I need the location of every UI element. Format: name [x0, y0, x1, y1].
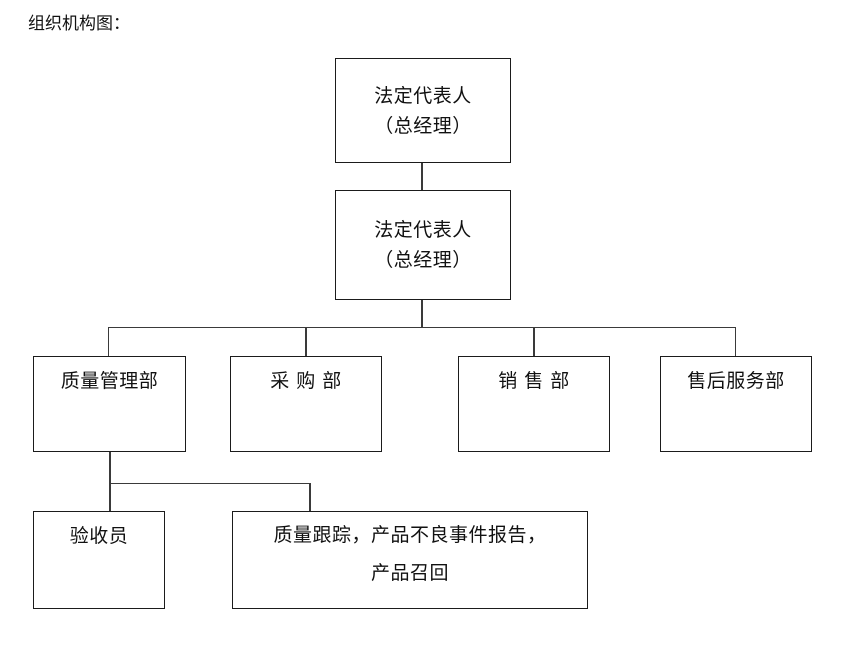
connector-bus-n6: [735, 327, 737, 356]
node-text-line: （总经理）: [374, 114, 472, 137]
node-acceptance-inspector[interactable]: 验收员: [33, 511, 165, 609]
connector-branch-n8: [309, 483, 311, 511]
connector-bus-level3: [108, 327, 735, 329]
connector-n2-bus: [421, 300, 423, 327]
node-quality-management-department[interactable]: 质量管理部: [33, 356, 186, 452]
node-text-line: 验收员: [69, 525, 129, 547]
node-text-line: 产品召回: [370, 562, 449, 584]
connector-bus-n3: [108, 327, 110, 356]
node-text-line: （总经理）: [374, 249, 472, 271]
node-text-line: 法定代表人: [374, 84, 472, 107]
connector-bus-n5: [533, 327, 535, 356]
page-title: 组织机构图：: [28, 14, 130, 34]
node-text-line: 销 售 部: [498, 370, 570, 392]
node-after-sales-service-department[interactable]: 售后服务部: [660, 356, 812, 452]
connector-n3-branch: [109, 483, 311, 485]
connector-bus-n4: [305, 327, 307, 356]
node-purchasing-department[interactable]: 采 购 部: [230, 356, 382, 452]
node-text-line: 质量管理部: [60, 370, 159, 392]
node-text-line: 售后服务部: [687, 370, 785, 392]
node-legal-representative-second[interactable]: 法定代表人 （总经理）: [335, 190, 511, 300]
node-sales-department[interactable]: 销 售 部: [458, 356, 610, 452]
node-text-line: 质量跟踪，产品不良事件报告，: [273, 524, 547, 546]
node-legal-representative-top[interactable]: 法定代表人 （总经理）: [335, 58, 511, 163]
node-quality-tracking-recall[interactable]: 质量跟踪，产品不良事件报告， 产品召回: [232, 511, 588, 609]
connector-n3-n7: [109, 452, 111, 511]
node-text-line: 法定代表人: [374, 219, 472, 241]
connector-n1-n2: [421, 163, 423, 190]
node-text-line: 采 购 部: [270, 370, 342, 392]
